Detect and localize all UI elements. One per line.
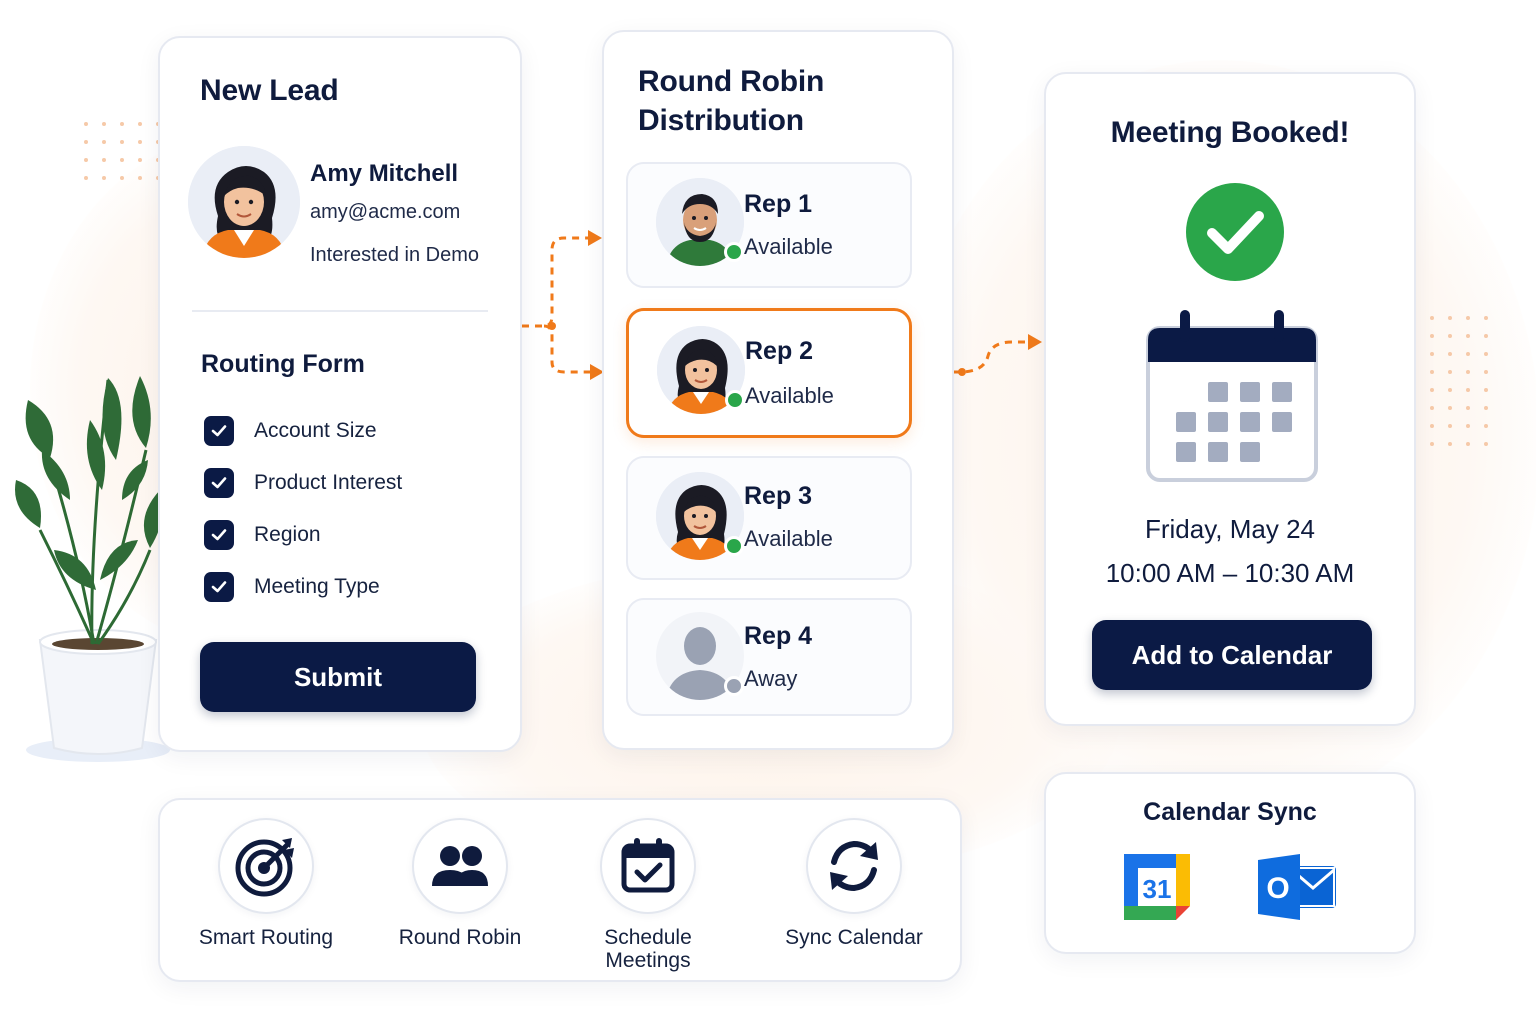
- feature-label: Schedule Meetings: [548, 926, 748, 972]
- distribution-title-line: Distribution: [638, 104, 804, 137]
- features-card: Smart Routing Round Robin Schedule M: [158, 798, 962, 982]
- feature-icon-circle: [218, 818, 314, 914]
- rep-name: Rep 2: [745, 337, 814, 365]
- dot-pattern: [1430, 316, 1488, 446]
- plant-illustration: [15, 376, 170, 762]
- routing-field-label: Meeting Type: [254, 575, 380, 598]
- rep-name: Rep 4: [744, 622, 813, 650]
- status-away-icon: [724, 676, 744, 696]
- checkbox-checked-icon[interactable]: [204, 520, 234, 550]
- feature-label: Sync Calendar: [785, 926, 923, 949]
- distribution-title-line: Round Robin: [638, 65, 825, 98]
- users-icon: [432, 846, 488, 886]
- rep-card-2[interactable]: Rep 2 Available: [626, 308, 912, 438]
- rep-card-4[interactable]: Rep 4 Away: [626, 598, 912, 716]
- distribution-title: Round Robin Distribution: [638, 62, 824, 140]
- outlook-letter: O: [1266, 872, 1289, 905]
- new-lead-card: New Lead Amy Mitchell amy@acme.com Inter…: [158, 36, 522, 752]
- feature-icon-circle: [600, 818, 696, 914]
- lead-name: Amy Mitchell: [310, 160, 459, 187]
- google-calendar-day: 31: [1143, 874, 1172, 904]
- new-lead-title: New Lead: [200, 74, 339, 107]
- routing-field-label: Account Size: [254, 419, 377, 442]
- routing-field-label: Product Interest: [254, 471, 403, 494]
- rep-avatar: [656, 612, 744, 700]
- rep-card-1[interactable]: Rep 1 Available: [626, 162, 912, 288]
- calendar-check-icon: [621, 838, 675, 893]
- lead-interest: Interested in Demo: [310, 244, 479, 266]
- feature-smart-routing[interactable]: Smart Routing: [166, 818, 366, 949]
- routing-field-account-size[interactable]: Account Size: [204, 416, 377, 446]
- feature-label: Round Robin: [398, 926, 522, 949]
- target-icon: [235, 838, 294, 897]
- feature-icon-circle: [412, 818, 508, 914]
- rep-name: Rep 3: [744, 482, 813, 510]
- routing-field-product-interest[interactable]: Product Interest: [204, 468, 402, 498]
- feature-round-robin[interactable]: Round Robin: [360, 818, 560, 949]
- divider: [192, 310, 488, 312]
- rep-status: Available: [744, 526, 833, 551]
- meeting-booked-card: Meeting Booked! Friday, May 24 10:00 AM …: [1044, 72, 1416, 726]
- rep-status: Available: [745, 383, 834, 408]
- feature-schedule-meetings[interactable]: Schedule Meetings: [548, 818, 748, 972]
- google-calendar-icon[interactable]: 31: [1122, 852, 1192, 922]
- status-available-icon: [724, 536, 744, 556]
- meeting-date: Friday, May 24: [1144, 514, 1315, 544]
- meeting-time: 10:00 AM – 10:30 AM: [1105, 558, 1355, 588]
- meeting-booked-title: Meeting Booked!: [1110, 116, 1350, 149]
- check-circle-icon: [1186, 183, 1284, 281]
- lead-avatar: [188, 146, 300, 258]
- feature-icon-circle: [806, 818, 902, 914]
- calendar-icon: [1146, 310, 1318, 482]
- routing-field-region[interactable]: Region: [204, 520, 321, 550]
- rep-avatar: [656, 472, 744, 560]
- calendar-sync-card: Calendar Sync 31 O: [1044, 772, 1416, 954]
- checkbox-checked-icon[interactable]: [204, 572, 234, 602]
- calendar-sync-title: Calendar Sync: [1143, 798, 1317, 826]
- rep-name: Rep 1: [744, 190, 813, 218]
- round-robin-card: Round Robin Distribution Rep 1 Available: [602, 30, 954, 750]
- checkbox-checked-icon[interactable]: [204, 416, 234, 446]
- routing-form-title: Routing Form: [201, 350, 365, 378]
- routing-field-label: Region: [254, 523, 321, 546]
- rep-avatar: [657, 326, 745, 414]
- rep-card-3[interactable]: Rep 3 Available: [626, 456, 912, 580]
- rep-status: Available: [744, 234, 833, 259]
- sync-icon: [830, 840, 878, 892]
- feature-sync-calendar[interactable]: Sync Calendar: [754, 818, 954, 949]
- status-available-icon: [725, 390, 745, 410]
- feature-label: Smart Routing: [198, 926, 334, 949]
- add-to-calendar-button[interactable]: Add to Calendar: [1092, 620, 1372, 690]
- feature-label-line: Meetings: [605, 949, 691, 972]
- submit-button[interactable]: Submit: [200, 642, 476, 712]
- lead-email: amy@acme.com: [310, 201, 461, 223]
- outlook-icon[interactable]: O: [1256, 852, 1338, 922]
- checkbox-checked-icon[interactable]: [204, 468, 234, 498]
- rep-avatar: [656, 178, 744, 266]
- feature-label-line: Schedule: [604, 926, 692, 949]
- routing-field-meeting-type[interactable]: Meeting Type: [204, 572, 380, 602]
- rep-status: Away: [744, 666, 798, 691]
- status-available-icon: [724, 242, 744, 262]
